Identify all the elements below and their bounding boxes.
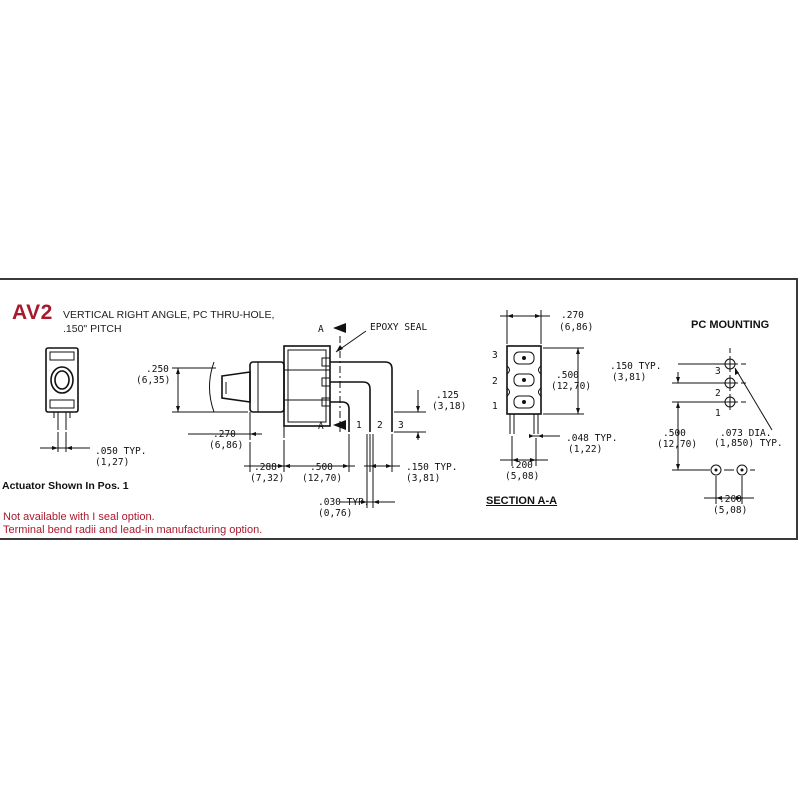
hole-2: 2 <box>715 388 721 399</box>
dim-500-mm: (12,70) <box>302 473 342 484</box>
sec-dim-500-mm: (12,70) <box>551 381 591 392</box>
pc-dim-073-label: .073 DIA. <box>720 428 771 439</box>
dim-125-label: .125 <box>436 390 459 401</box>
epoxy-seal-label: EPOXY SEAL <box>370 322 427 333</box>
dim-030-mm: (0,76) <box>318 508 352 519</box>
dim-030-label: .030 TYP. <box>318 497 369 508</box>
terminal-1: 1 <box>356 420 362 431</box>
dim-288-mm: (7,32) <box>250 473 284 484</box>
terminal-2: 2 <box>377 420 383 431</box>
pc-dim-073-mm: (1,850) TYP. <box>714 438 783 449</box>
actuator-note: Actuator Shown In Pos. 1 <box>2 480 129 492</box>
pin-2: 2 <box>492 376 498 387</box>
side-view: A A EPOXY SEAL 1 2 3 .250 (6,35) .270 (6… <box>136 322 466 519</box>
sec-dim-200-mm: (5,08) <box>505 471 539 482</box>
section-title: SECTION A-A <box>486 495 558 507</box>
section-marker-top: A <box>318 324 324 335</box>
hole-3: 3 <box>715 366 721 377</box>
dim-270-mm: (6,86) <box>209 440 243 451</box>
dim-270-label: .270 <box>213 429 236 440</box>
description-line-2: .150" PITCH <box>63 323 122 335</box>
pc-dim-200-mm: (5,08) <box>713 505 747 516</box>
hole-1: 1 <box>715 408 721 419</box>
section-view: 3 2 1 .270 (6,86) .500 (12,70) .048 TYP.… <box>492 310 617 482</box>
pc-dim-150-label: .150 TYP. <box>610 361 661 372</box>
dim-150-mm: (3,81) <box>406 473 440 484</box>
sec-dim-270-mm: (6,86) <box>559 322 593 333</box>
dim-288-label: .288 <box>254 462 277 473</box>
pc-dim-150-mm: (3,81) <box>612 372 646 383</box>
sec-dim-200-label: .200 <box>510 460 533 471</box>
description-line-1: VERTICAL RIGHT ANGLE, PC THRU-HOLE, <box>63 309 275 321</box>
front-view: .050 TYP. (1,27) <box>40 347 146 468</box>
pc-dim-500-mm: (12,70) <box>657 439 697 450</box>
model-code: AV2 <box>12 301 53 324</box>
sec-dim-048-label: .048 TYP. <box>566 433 617 444</box>
dim-125-mm: (3,18) <box>432 401 466 412</box>
availability-note: Not available with I seal option. <box>3 511 155 523</box>
sec-dim-048-mm: (1,22) <box>568 444 602 455</box>
terminal-3: 3 <box>398 420 404 431</box>
pc-mounting-view: 3 2 1 .150 TYP. (3,81) .500 (12,70) .073… <box>610 348 783 516</box>
pc-dim-500-label: .500 <box>663 428 686 439</box>
dim-250-label: .250 <box>146 364 169 375</box>
sec-dim-270-label: .270 <box>561 310 584 321</box>
pc-dim-200-label: .200 <box>719 494 742 505</box>
spec-panel <box>0 278 798 540</box>
terminal-note: Terminal bend radii and lead-in manufact… <box>3 524 263 536</box>
pin-3: 3 <box>492 350 498 361</box>
section-marker-bottom: A <box>318 421 324 432</box>
sec-dim-500-label: .500 <box>556 370 579 381</box>
dim-150-label: .150 TYP. <box>406 462 457 473</box>
dim-500-label: .500 <box>310 462 333 473</box>
pin-1: 1 <box>492 401 498 412</box>
dim-050-label: .050 TYP. <box>95 446 146 457</box>
dim-050-mm: (1,27) <box>95 457 129 468</box>
pc-mounting-title: PC MOUNTING <box>691 319 770 331</box>
dim-250-mm: (6,35) <box>136 375 170 386</box>
